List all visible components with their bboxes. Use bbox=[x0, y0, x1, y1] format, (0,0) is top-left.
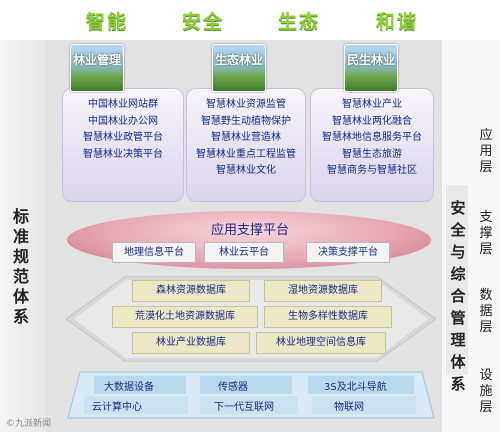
watermark: ©九派新闻 bbox=[6, 419, 52, 429]
infrastructure-item: 3S及北斗导航 bbox=[324, 382, 387, 393]
left-panel bbox=[0, 40, 46, 432]
support-item-cloud: 林业云平台 bbox=[204, 242, 284, 263]
layer-label-infrastructure: 设施层 bbox=[479, 368, 493, 415]
safety-management-label: 安全与综合管理体系 bbox=[450, 199, 466, 393]
database-item: 林业地理空间信息库 bbox=[256, 332, 386, 354]
app-item: 智慧林业两化融合 bbox=[332, 115, 412, 127]
forest-photo: 民生林业 bbox=[344, 44, 398, 92]
infrastructure-item: 下一代互联网 bbox=[214, 402, 274, 413]
support-item-decision: 决策支撑平台 bbox=[306, 242, 390, 263]
database-item: 林业产业数据库 bbox=[132, 332, 250, 354]
safety-panel bbox=[446, 185, 468, 375]
layer-label-application: 应用层 bbox=[479, 128, 493, 175]
app-item: 智慧林业产业 bbox=[342, 99, 402, 110]
database-item: 湿地资源数据库 bbox=[264, 280, 382, 302]
banner-word: 生态 bbox=[278, 11, 321, 33]
infrastructure-item: 云计算中心 bbox=[92, 402, 142, 413]
infrastructure-item: 大数据设备 bbox=[104, 382, 154, 393]
app-item: 智慧野生动植物保护 bbox=[201, 115, 291, 127]
app-item: 智慧林业政管平台 bbox=[83, 132, 163, 143]
title-banner: 智能 安全 生态 和谐 bbox=[46, 0, 446, 38]
app-title: 民生林业 bbox=[346, 53, 395, 67]
app-title: 林业管理 bbox=[72, 53, 121, 67]
forest-photo: 生态林业 bbox=[212, 44, 266, 92]
app-box-livelihood-forestry: 智慧林业产业 智慧林业两化融合 智慧林地信息服务平台 智慧生态旅游 智慧商务与智… bbox=[310, 88, 434, 202]
app-item: 智慧商务与智慧社区 bbox=[327, 165, 417, 176]
layer-label-support: 支撑层 bbox=[479, 210, 493, 257]
app-box-ecological-forestry: 智慧林业资源监管 智慧野生动植物保护 智慧林业营造林 智慧林业重点工程监管 智慧… bbox=[186, 88, 306, 202]
app-item: 智慧林地信息服务平台 bbox=[322, 132, 422, 143]
app-box-forestry-management: 中国林业网站群 中国林业办公网 智慧林业政管平台 智慧林业决策平台 bbox=[62, 88, 184, 202]
standards-system-label: 标准规范体系 bbox=[12, 207, 29, 326]
layer-label-data: 数据层 bbox=[479, 288, 493, 335]
infrastructure-item: 物联网 bbox=[334, 402, 364, 413]
database-item: 森林资源数据库 bbox=[132, 280, 250, 302]
app-item: 智慧林业营造林 bbox=[211, 132, 281, 143]
banner-word: 智能 bbox=[86, 11, 129, 33]
support-item-gis: 地理信息平台 bbox=[112, 242, 196, 263]
app-item: 智慧林业决策平台 bbox=[83, 148, 163, 160]
infrastructure-item: 传感器 bbox=[218, 382, 248, 393]
app-item: 中国林业办公网 bbox=[88, 115, 158, 127]
app-item: 智慧林业重点工程监管 bbox=[196, 148, 296, 160]
banner-word: 和谐 bbox=[376, 11, 419, 33]
database-item: 生物多样性数据库 bbox=[264, 306, 392, 328]
support-platform-title: 应用支撑平台 bbox=[210, 223, 289, 238]
app-title: 生态林业 bbox=[214, 53, 263, 67]
app-item: 智慧林业文化 bbox=[216, 165, 276, 176]
app-item: 中国林业网站群 bbox=[88, 99, 158, 110]
app-item: 智慧生态旅游 bbox=[342, 148, 402, 160]
banner-word: 安全 bbox=[182, 11, 225, 33]
database-item: 荒漠化土地资源数据库 bbox=[112, 306, 258, 328]
forest-photo: 林业管理 bbox=[70, 44, 124, 92]
infrastructure-slab bbox=[67, 371, 435, 419]
app-item: 智慧林业资源监管 bbox=[206, 99, 286, 110]
